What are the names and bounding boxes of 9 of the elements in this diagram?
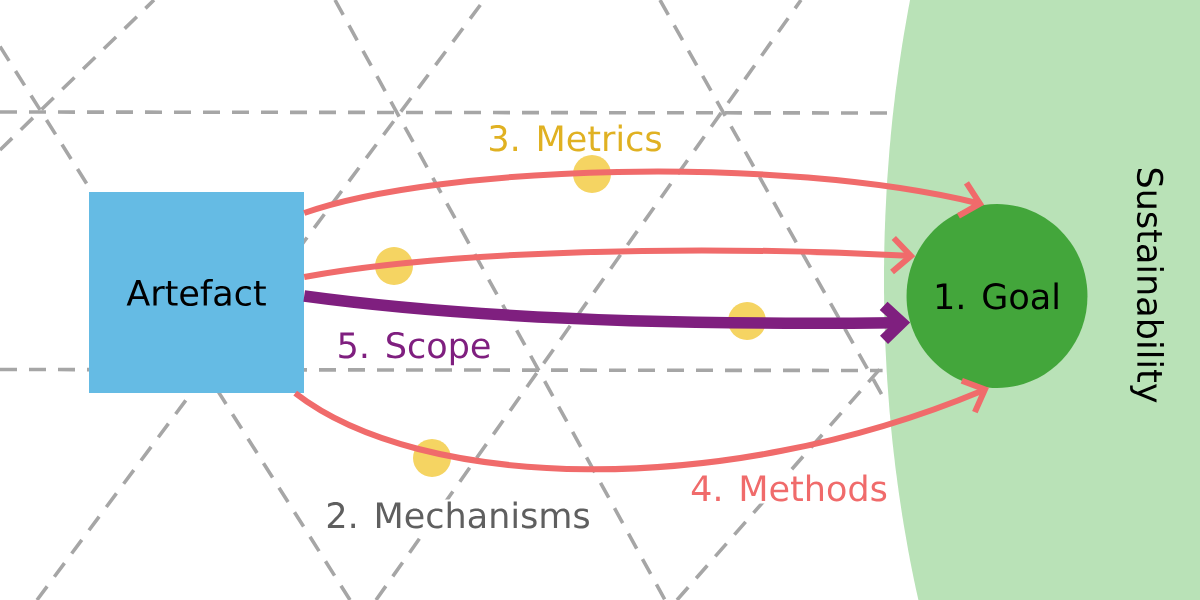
curved-arrow — [303, 290, 911, 344]
curved-arrow — [293, 377, 989, 473]
curved-arrow — [303, 235, 916, 280]
label: 3. Metrics — [490, 124, 661, 152]
label: 2. Mechanisms — [323, 499, 593, 531]
curved-arrow — [303, 168, 985, 219]
label: 5. Scope — [339, 332, 490, 366]
artefact-box: Artefact — [89, 192, 304, 393]
label: 4. Methods — [688, 472, 890, 504]
